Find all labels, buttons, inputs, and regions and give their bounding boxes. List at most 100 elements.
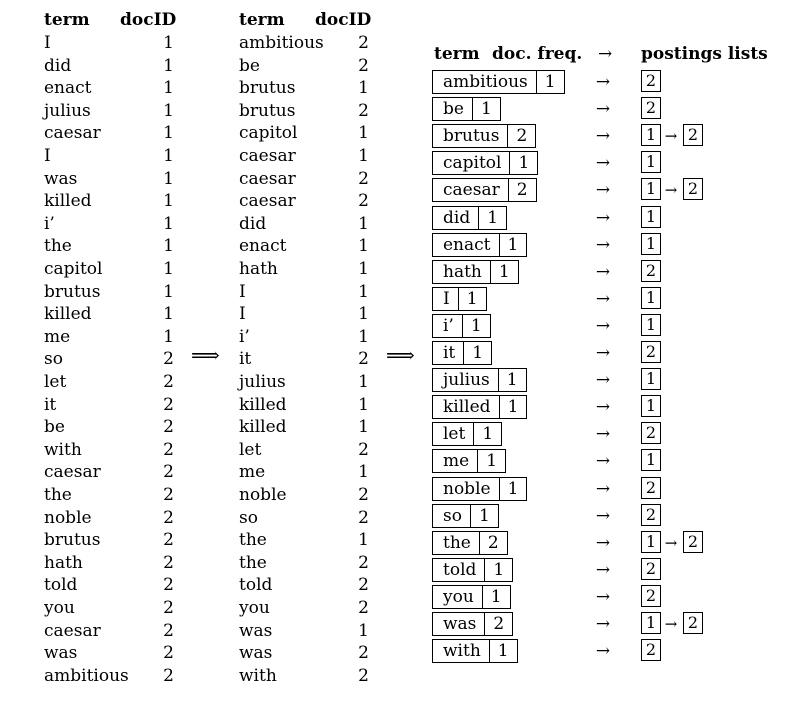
posting-docid-box: 1 [641,530,661,553]
middle-table-docid: 2 [358,598,369,618]
posting-link-arrow: → [664,615,678,633]
posting-docid-box: 1 [641,313,661,336]
dictionary-term: the [433,531,480,554]
posting-docid-box: 1 [641,286,661,309]
left-table-term: was [44,168,78,189]
left-table-docid: 1 [163,100,174,121]
left-table-docid: 2 [163,439,174,460]
postings-pointer-arrow: → [595,234,611,255]
left-table-term: caesar [44,123,101,144]
left-table-docid: 2 [163,552,174,573]
posting-docid-box: 1 [641,612,661,634]
posting-docid-box: 1 [641,151,661,174]
postings-pointer-arrow: → [595,397,611,418]
middle-table-term: so [239,507,258,528]
middle-table-docid: 2 [358,55,369,76]
posting-docid-box: 1 [641,178,661,201]
left-table-term: i’ [44,213,55,234]
left-table-docid: 2 [163,485,174,505]
dictionary-term: told [433,558,486,581]
postings-pointer-arrow: → [595,478,611,499]
middle-table-term: enact [239,236,287,257]
left-table-docid: 1 [163,123,174,144]
left-table-term: brutus [44,530,101,551]
postings-pointer-arrow: → [595,153,611,174]
middle-table-docid: 1 [358,259,369,279]
middle-table-docid: 1 [358,372,369,392]
middle-table-term: capitol [239,123,298,144]
left-table-docid: 1 [163,55,174,76]
middle-table-term: you [239,598,270,618]
index-header-freq: doc. freq. [492,44,583,64]
left-table-docid: 1 [163,213,174,234]
left-table-docid: 2 [163,417,174,438]
postings-pointer-arrow: → [595,505,611,526]
left-table-term: caesar [44,620,101,641]
left-table-docid: 1 [163,259,174,279]
dictionary-term: was [433,613,486,635]
dictionary-term: be [433,98,473,121]
index-header-arrow: → [598,44,613,64]
middle-table-docid: 2 [358,575,369,596]
middle-table-term: it [239,349,252,370]
posting-docid-box: 2 [641,584,661,607]
posting-docid-box: 2 [641,557,661,580]
middle-table-term: ambitious [239,33,324,53]
middle-table-term: noble [239,485,287,505]
middle-table-docid: 1 [358,213,369,234]
document-frequency: 1 [478,505,490,526]
left-table-docid: 1 [163,326,174,347]
postings-pointer-arrow: → [595,180,611,201]
middle-table-docid: 1 [358,462,369,483]
dictionary-term: i’ [433,314,463,337]
posting-docid-box: 1 [641,205,661,228]
left-table-term: told [44,575,78,596]
middle-table-docid: 2 [358,439,369,460]
left-table-term: I [44,33,51,53]
left-table-docid: 2 [163,507,174,528]
left-header-docid: docID [120,10,177,30]
middle-table-docid: 2 [358,191,369,212]
document-frequency: 1 [487,207,499,228]
left-table-docid: 2 [163,598,174,618]
middle-table-docid: 1 [358,417,369,438]
left-table-term: did [44,55,72,76]
left-table-docid: 2 [163,643,174,664]
dictionary-term: me [433,450,479,473]
dictionary-term: julius [433,369,499,392]
middle-table-row: caesar 2 [239,190,379,213]
middle-table-term: I [239,281,246,302]
postings-pointer-arrow: → [595,99,611,120]
middle-table-term: caesar [239,191,296,212]
middle-table-row: i’1 [239,326,379,349]
dictionary-term: brutus [433,125,509,148]
document-frequency: 1 [507,478,519,499]
